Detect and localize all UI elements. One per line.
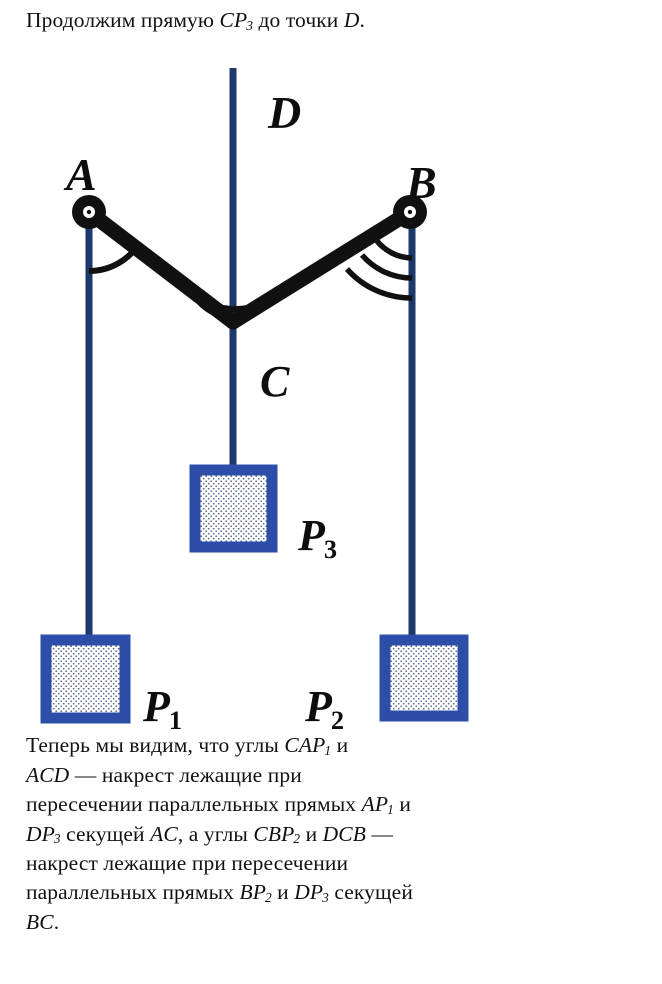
c4-math-dp-subscript: 3	[53, 831, 61, 847]
conclusion-line-7: BC.	[26, 910, 626, 934]
c6-text-c: секущей	[328, 880, 413, 905]
c4-math-dcb: DCB	[322, 821, 366, 846]
intro-text-before: Продолжим прямую	[26, 8, 220, 32]
pulley-a-axle	[86, 209, 92, 215]
conclusion-line-5: накрест лежащие при пересечении	[26, 853, 626, 875]
weight-box-p3-frame	[189, 464, 278, 553]
c4-text-c: и	[300, 821, 323, 846]
c6-math-dp-subscript: 3	[322, 890, 329, 906]
conclusion-line-1: Теперь мы видим, что углы CAP1 и	[26, 733, 626, 758]
c3-math-ap-subscript: 1	[387, 801, 394, 817]
intro-segment-cp: CP	[219, 8, 248, 32]
c3-text-a: пересечении параллельных прямых	[26, 791, 362, 816]
pulley-b-axle	[407, 209, 413, 215]
c6-math-dp: DP	[294, 880, 324, 905]
c1-text-a: Теперь мы видим, что углы	[26, 733, 285, 757]
conclusion-line-2: ACD — накрест лежащие при	[26, 762, 626, 787]
c3-text-b: и	[393, 791, 411, 816]
intro-period: .	[359, 8, 365, 32]
angle-arc-at-b-inner	[374, 239, 413, 261]
c4-math-cbp-subscript: 2	[293, 831, 301, 847]
label-point-c: C	[260, 357, 290, 406]
label-point-d: D	[268, 87, 302, 138]
c4-math-dp: DP	[26, 821, 55, 846]
label-weight-p2-subscript: 2	[330, 704, 345, 735]
c4-math-ac: AC	[150, 821, 178, 846]
c6-text-a: параллельных прямых	[26, 880, 240, 905]
c6-text-b: и	[271, 880, 295, 905]
label-weight-p2-letter: P	[305, 682, 332, 731]
c2-math-acd: ACD	[26, 762, 70, 787]
c6-math-bp: BP	[239, 880, 266, 905]
weight-box-p2-frame	[379, 634, 469, 722]
conclusion-line-3: пересечении параллельных прямых AP1 и	[26, 791, 626, 817]
label-weight-p1: P1	[143, 682, 183, 735]
c4-math-cbp: CBP	[253, 821, 295, 846]
c4-text-b: , а углы	[177, 821, 254, 846]
label-weight-p3-letter: P	[298, 511, 325, 560]
diagram-svg	[40, 68, 469, 724]
label-weight-p1-subscript: 1	[168, 704, 183, 735]
c1-math-cap-subscript: 1	[324, 742, 332, 758]
conclusion-paragraph: Теперь мы видим, что углы CAP1 и ACD — н…	[26, 733, 626, 941]
intro-text-after: до точки	[252, 8, 344, 32]
c7-text-a: .	[53, 910, 60, 934]
conclusion-line-6: параллельных прямых BP2 и DP3 секущей	[26, 880, 626, 906]
label-point-a: A	[66, 149, 97, 200]
angle-arc-at-c-outer	[179, 281, 286, 313]
angle-arc-at-b-outer	[344, 267, 413, 301]
conclusion-line-4: DP3 секущей AC, а углы CBP2 и DCB —	[26, 821, 626, 847]
weight-box-p1	[40, 634, 131, 724]
c4-text-a: секущей	[60, 821, 151, 846]
c2-text-a: — накрест лежащие при	[69, 762, 302, 787]
label-weight-p3: P3	[298, 511, 338, 564]
label-weight-p3-subscript: 3	[323, 533, 338, 564]
angle-arc-at-a	[88, 240, 143, 275]
label-point-b: B	[406, 157, 437, 208]
c5-text-a: накрест лежащие при пересечении	[26, 851, 349, 876]
c4-text-d: —	[365, 821, 394, 846]
intro-point-d: D	[343, 8, 360, 32]
c1-math-cap: CAP	[284, 733, 326, 757]
weight-box-p3	[189, 464, 278, 553]
c1-text-b: и	[331, 733, 349, 757]
angle-arc-at-c-inner	[193, 296, 273, 321]
c3-math-ap: AP	[361, 791, 389, 816]
weight-box-p2	[379, 634, 469, 722]
weight-box-p1-frame	[40, 634, 131, 724]
label-weight-p2: P2	[305, 682, 345, 735]
label-weight-p1-letter: P	[143, 682, 170, 731]
c7-math-bc: BC	[26, 910, 54, 934]
angle-arc-at-b-middle	[359, 253, 413, 281]
mechanics-diagram: D A B C P3 P1 P2	[0, 40, 662, 735]
intro-segment-cp-subscript: 3	[246, 17, 253, 33]
c6-math-bp-subscript: 2	[264, 890, 272, 906]
intro-sentence: Продолжим прямую CP3 до точки D.	[26, 8, 365, 33]
